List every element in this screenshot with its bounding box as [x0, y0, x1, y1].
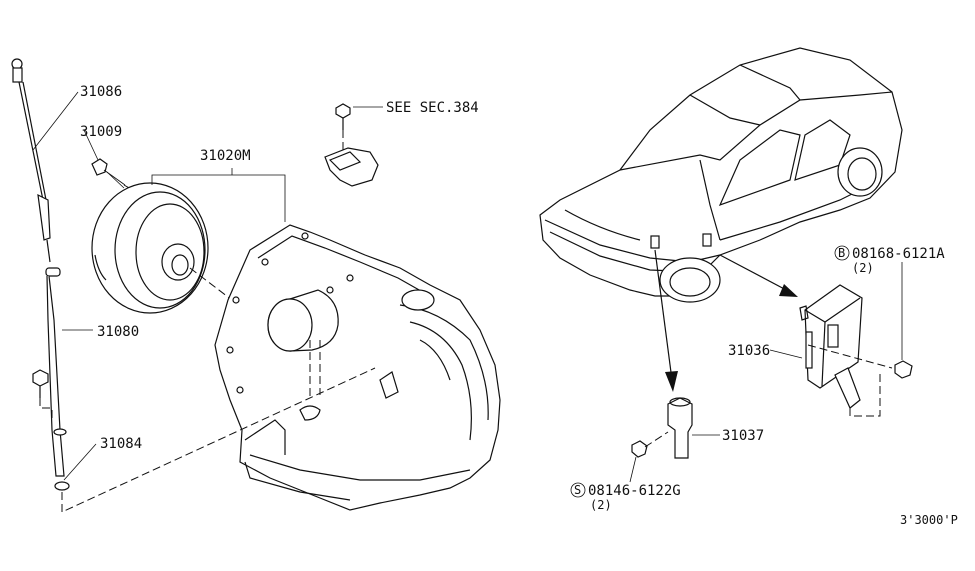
- tube-part: [45, 267, 70, 491]
- label-bolt-b-code: 08168-6121A: [852, 246, 945, 262]
- bolt-b-circle: [834, 245, 850, 261]
- label-dipstick: 31086: [80, 84, 122, 100]
- label-bolt-s-qty: (2): [590, 498, 612, 512]
- label-bolt-s-code: 08146-6122G: [588, 483, 681, 499]
- car-illustration: [539, 47, 903, 303]
- reference-code: 3'3000'P: [900, 513, 958, 527]
- dipstick-part: [11, 58, 51, 263]
- label-see-section: SEE SEC.384: [386, 100, 479, 116]
- label-bolt: 31009: [80, 124, 122, 140]
- mount-bracket: [324, 103, 379, 187]
- label-transmission: 31020M: [200, 148, 251, 164]
- control-unit: [769, 262, 913, 417]
- tube-bolt: [32, 369, 53, 422]
- label-oring: 31084: [100, 436, 142, 452]
- oring-part: [54, 481, 70, 491]
- bolt-b-letter: B: [838, 246, 845, 260]
- label-bolt-b-qty: (2): [852, 261, 874, 275]
- transmission-housing: [214, 224, 501, 511]
- label-sensor: 31037: [722, 428, 764, 444]
- bolt-s-letter: S: [574, 483, 581, 497]
- speed-sensor: [631, 397, 720, 459]
- label-tube: 31080: [97, 324, 139, 340]
- bolt-s-circle: [570, 482, 586, 498]
- torque-converter: [91, 182, 233, 314]
- label-control-unit: 31036: [728, 343, 770, 359]
